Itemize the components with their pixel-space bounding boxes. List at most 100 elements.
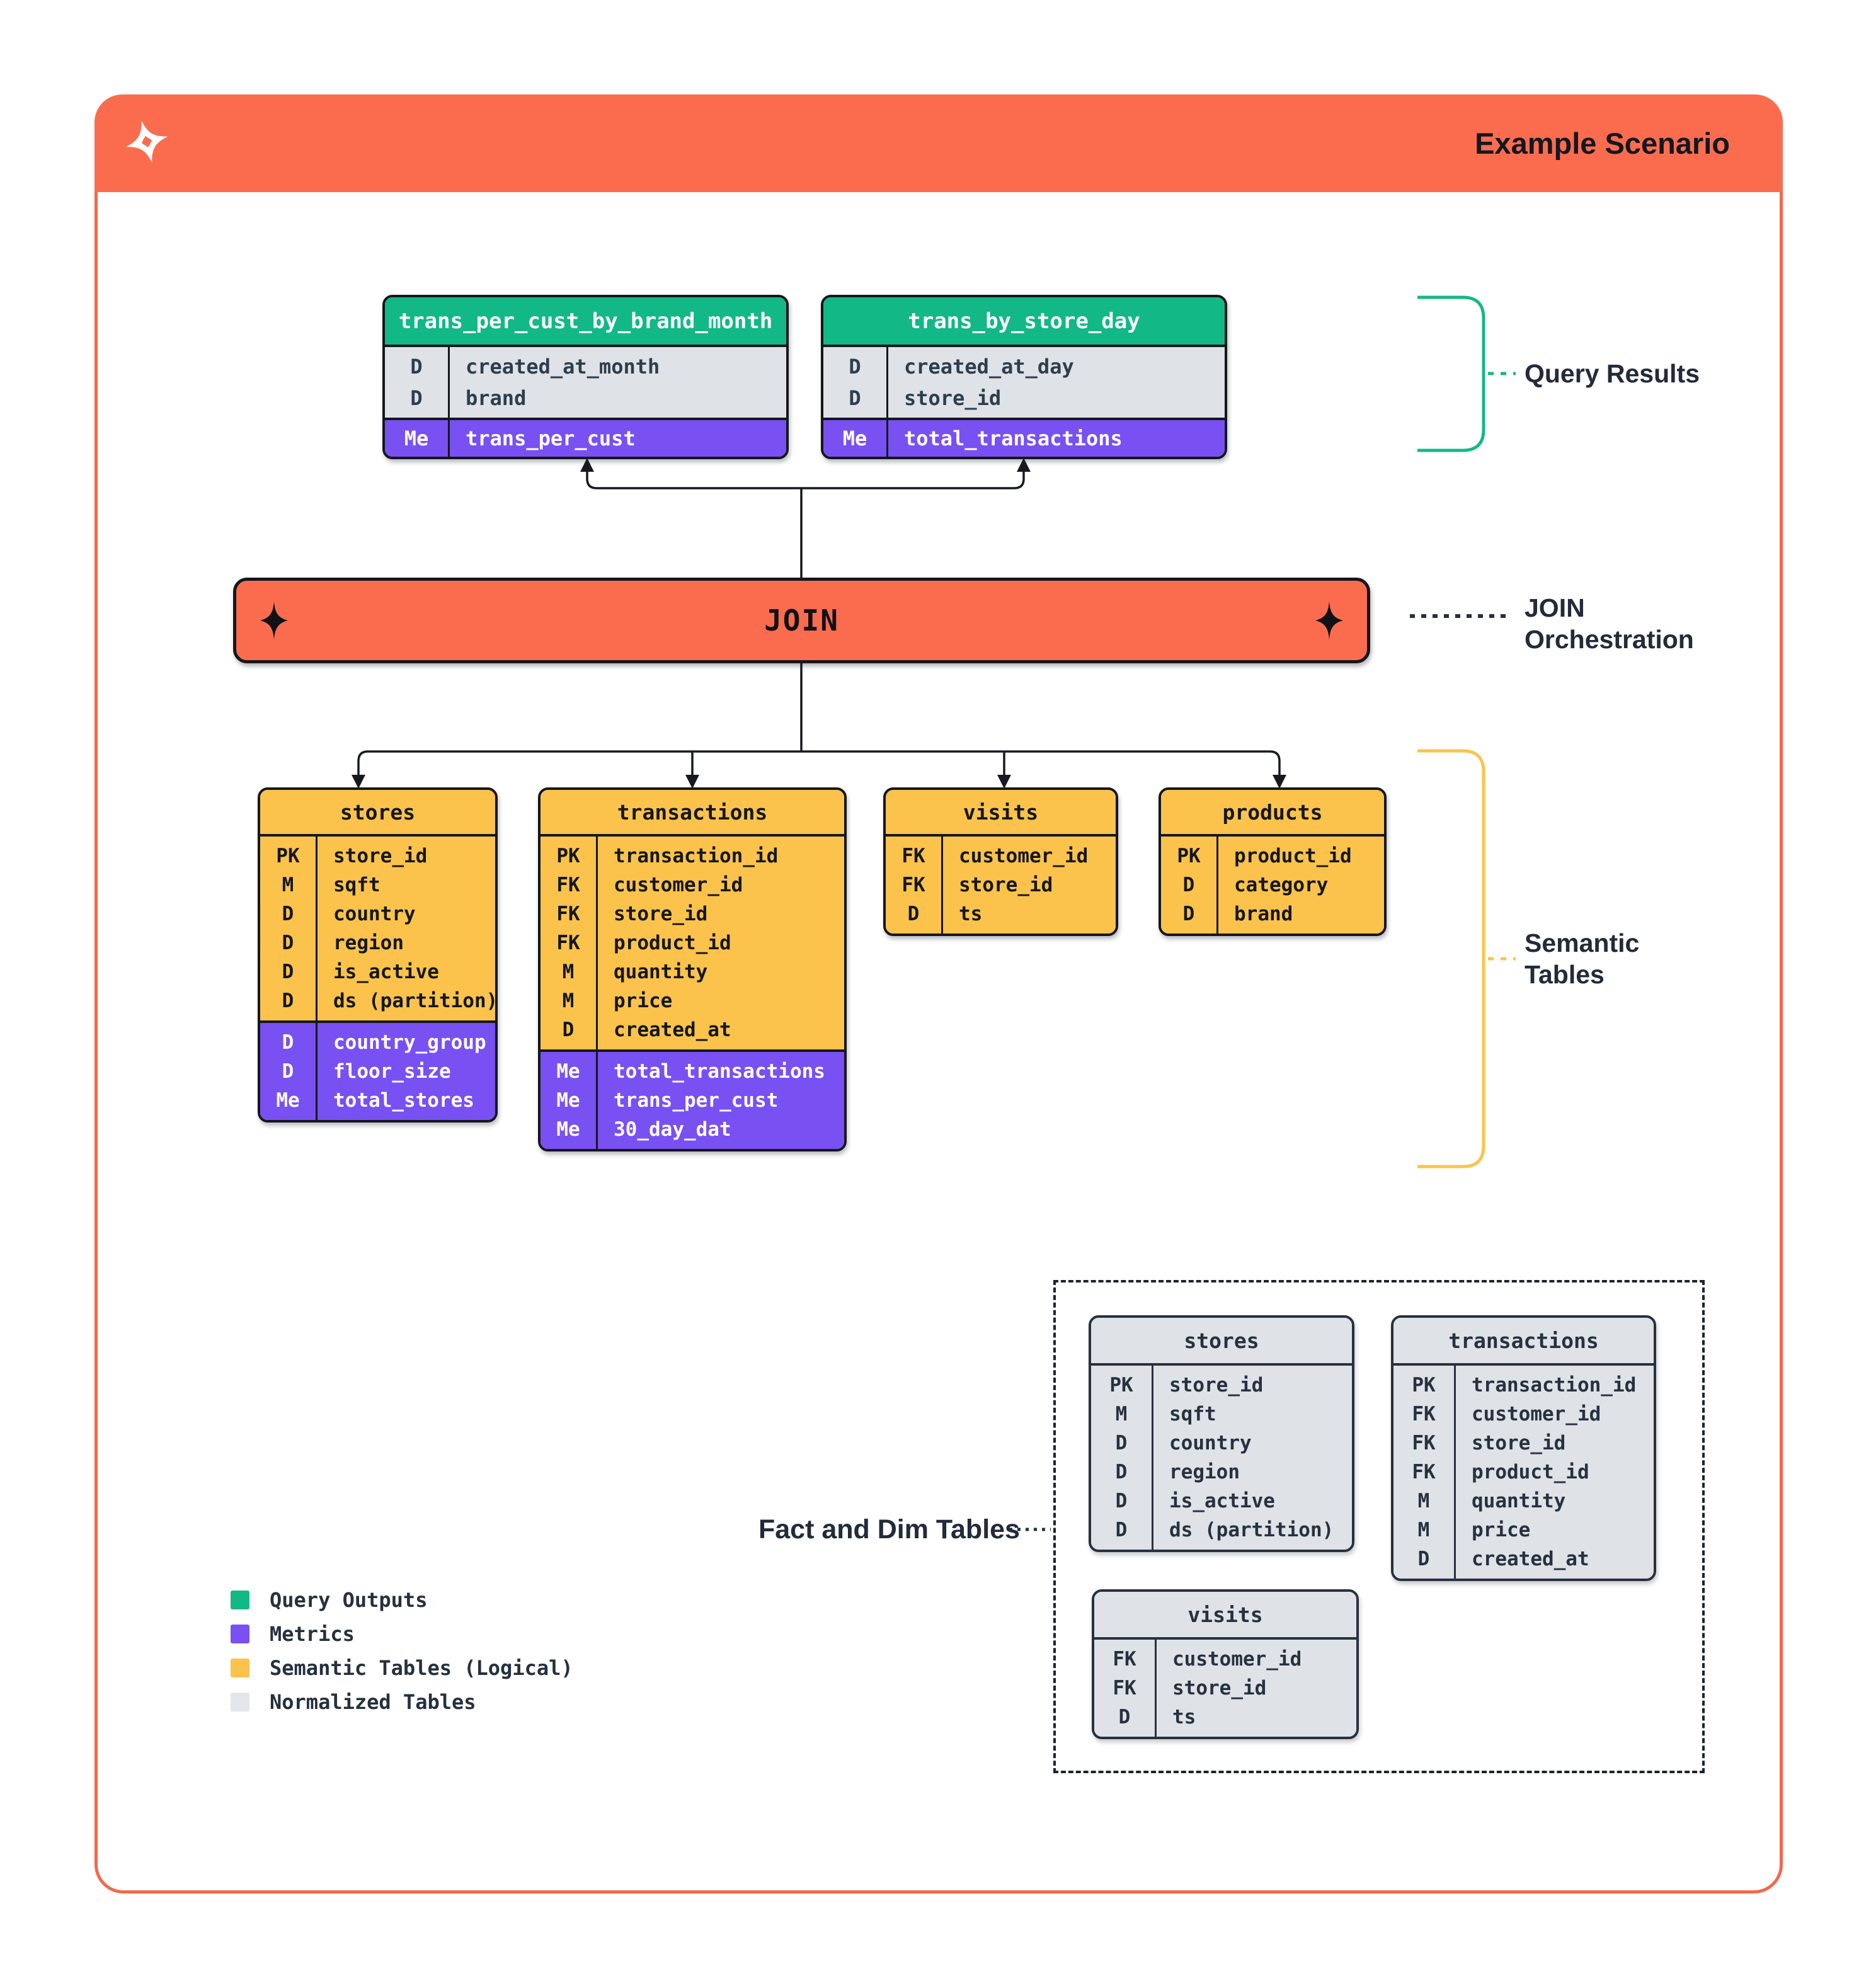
- row-key: D: [1118, 1706, 1131, 1728]
- row-value: total_transactions: [614, 1060, 825, 1083]
- join-bar: JOIN: [233, 578, 1370, 663]
- table-row: Me trans_per_cust: [385, 424, 786, 453]
- row-key: PK: [276, 845, 300, 867]
- row-value: store_id: [333, 845, 428, 867]
- table-title: visits: [1094, 1592, 1356, 1640]
- row-value: store_id: [1169, 1374, 1264, 1397]
- row-key: M: [562, 990, 575, 1012]
- table-title: visits: [886, 790, 1116, 837]
- row-key: D: [1115, 1519, 1128, 1541]
- legend-label: Normalized Tables: [270, 1689, 476, 1714]
- row-value: country: [1169, 1432, 1252, 1454]
- row-key: FK: [1113, 1648, 1136, 1671]
- legend-label: Semantic Tables (Logical): [270, 1655, 573, 1680]
- row-value: category: [1234, 874, 1329, 896]
- row-key: Me: [556, 1060, 580, 1083]
- row-key: Me: [404, 426, 429, 450]
- table-row: FK store_id: [1393, 1429, 1654, 1458]
- table-row: PK store_id: [260, 842, 495, 871]
- join-orchestration-label-line1: JOIN: [1525, 593, 1585, 622]
- row-key: D: [907, 903, 920, 925]
- table-section: Me trans_per_cust: [385, 418, 786, 457]
- row-value: product_id: [614, 932, 731, 954]
- row-key: D: [282, 961, 294, 983]
- join-orchestration-label: JOIN Orchestration: [1525, 592, 1694, 655]
- row-value: region: [1169, 1461, 1240, 1483]
- row-key: PK: [556, 845, 580, 867]
- row-value: country: [333, 903, 416, 925]
- legend-label: Query Outputs: [270, 1587, 428, 1612]
- table-row: PK store_id: [1091, 1371, 1352, 1400]
- legend-swatch-icon: [231, 1590, 249, 1609]
- row-value: sqft: [1169, 1403, 1216, 1425]
- row-key: FK: [1113, 1677, 1136, 1700]
- legend-item: Normalized Tables: [231, 1689, 573, 1714]
- row-key: D: [849, 386, 861, 410]
- fact-dim-container: [1053, 1280, 1705, 1773]
- row-value: sqft: [333, 874, 380, 896]
- fact-dim-label: Fact and Dim Tables: [758, 1514, 1020, 1545]
- row-value: customer_id: [1472, 1403, 1601, 1425]
- legend-item: Semantic Tables (Logical): [231, 1655, 573, 1680]
- row-value: quantity: [614, 961, 708, 983]
- row-key: M: [1115, 1403, 1128, 1425]
- pinwheel-star-logo-icon: [125, 120, 168, 163]
- row-key: Me: [556, 1118, 580, 1141]
- row-key: D: [562, 1019, 575, 1041]
- row-key: D: [282, 1060, 294, 1083]
- header-bar: [94, 94, 1783, 192]
- row-key: Me: [556, 1089, 580, 1112]
- page-title: Example Scenario: [1475, 127, 1730, 160]
- row-value: trans_per_cust: [466, 426, 636, 450]
- row-value: country_group: [333, 1031, 486, 1054]
- row-value: store_id: [1472, 1432, 1566, 1454]
- row-value: transaction_id: [614, 845, 779, 867]
- row-value: created_at: [1472, 1548, 1589, 1570]
- row-key: M: [282, 874, 294, 896]
- row-key: PK: [1109, 1374, 1133, 1397]
- join-orchestration-label-line2: Orchestration: [1525, 625, 1694, 654]
- table-title: transactions: [1393, 1318, 1654, 1366]
- row-value: customer_id: [959, 845, 1089, 867]
- legend-swatch-icon: [231, 1624, 249, 1643]
- row-value: brand: [466, 386, 527, 410]
- row-key: FK: [1412, 1432, 1436, 1454]
- row-value: customer_id: [1172, 1648, 1302, 1671]
- row-value: product_id: [1472, 1461, 1589, 1483]
- row-key: D: [410, 386, 423, 410]
- row-key: FK: [556, 932, 580, 954]
- row-key: FK: [1412, 1403, 1436, 1425]
- row-value: store_id: [959, 874, 1053, 896]
- join-label: JOIN: [764, 603, 839, 637]
- row-key: D: [1417, 1548, 1430, 1570]
- table-title: stores: [260, 790, 495, 837]
